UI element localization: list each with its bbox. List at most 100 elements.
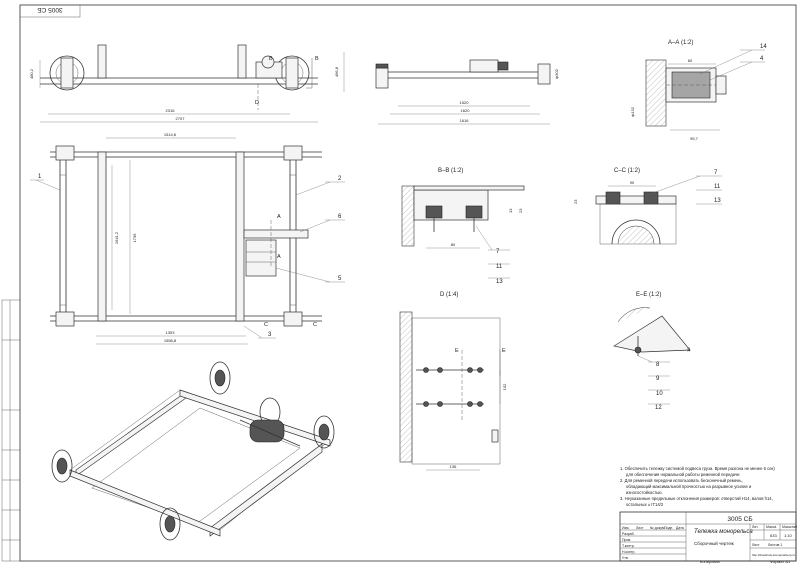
front-wheel-left (49, 55, 85, 91)
plan-dim-bottom-inner: 1353 (166, 330, 176, 335)
front-dim-inner: 2316 (166, 108, 176, 113)
header-change: Изм. (622, 526, 630, 530)
sheet-label: Лист (752, 543, 760, 547)
iso-motor (249, 419, 285, 443)
plan-dim-top: 1514,6 (164, 132, 177, 137)
plan-label-c-left: C (264, 322, 268, 328)
section-b-title: В–В (1:2) (438, 168, 463, 174)
scale-value: 1:10 (784, 533, 793, 538)
header-mass: Масса (766, 525, 776, 529)
section-a-dim-dia: ф132 (630, 106, 635, 117)
plan-callout-1: 1 (38, 174, 42, 180)
rotated-code-box (19, 4, 81, 18)
detail-d-dim-horiz: 136 (450, 464, 457, 469)
plan-callout-5: 5 (338, 276, 342, 282)
section-a-dim-top: 60 (688, 58, 693, 63)
header-doc-no: № докум. (650, 526, 665, 530)
section-a-a: А–А (1:2) 60 95,7 ф132 14 4 (630, 40, 767, 141)
section-b-callout-11: 11 (496, 264, 503, 270)
plan-label-a-top: A (277, 214, 281, 220)
detail-d-label-e-left: E (455, 348, 459, 354)
header-letter: Лит. (752, 525, 758, 529)
note-1-line-2: для обеспечения нормальной работы ременн… (626, 472, 740, 477)
side-view: 466,8 ф302 1520 1620 1616 (334, 52, 559, 125)
note-3-line-1: 3. Неуказанные предельные отклонения раз… (620, 496, 773, 501)
technical-notes: 1. Обеспечить тележку системой подвеса г… (620, 466, 775, 507)
row-tech-control: Т.контр. (622, 544, 635, 548)
side-dim-middle: 1620 (461, 108, 471, 113)
iso-wheel-back-right (313, 415, 335, 449)
row-approved: Утв. (622, 556, 629, 560)
plan-motor (245, 239, 277, 277)
section-b-dim-width: 80 (451, 242, 456, 247)
section-c-callout-13: 13 (714, 198, 721, 204)
section-c-callout-7: 7 (714, 170, 718, 176)
plan-view: A A C C 1514,6 1641,2 1736 1353 1558,8 1… (30, 132, 345, 345)
section-c-callout-11: 11 (714, 184, 721, 190)
row-developed: Разраб. (622, 532, 635, 536)
row-norm-control: Н.контр. (622, 550, 635, 554)
plan-label-c-right: C (313, 322, 317, 328)
format-label: Формат А1 (770, 559, 791, 564)
section-b-b: В–В (1:2) 80 13 23 7 11 13 (401, 168, 525, 285)
section-b-callout-7: 7 (496, 249, 500, 255)
callout-14: 14 (760, 44, 767, 50)
iso-wheel-front-left (51, 449, 73, 483)
detail-d-dim-vert: 102 (502, 383, 507, 390)
title-block: 3005 СБ Тележка монорельса Сборочный чер… (619, 511, 797, 562)
side-dim-dia: ф302 (554, 68, 559, 79)
plan-dim-inner-height: 1641,2 (114, 231, 119, 244)
plan-callout-6: 6 (338, 214, 342, 220)
drawing-type: Сборочный чертеж (694, 540, 734, 546)
section-b-dim-a: 13 (508, 208, 513, 213)
document-code: 3005 СБ (727, 516, 752, 523)
section-a-dim-bottom: 95,7 (690, 136, 699, 141)
front-label-d: D (255, 100, 259, 106)
section-a-title: А–А (1:2) (668, 40, 693, 46)
header-sheet: Лист (636, 526, 644, 530)
section-e-dim: 10 (686, 347, 691, 352)
header-scale: Масштаб (782, 525, 797, 529)
header-signature: Подп. (664, 526, 673, 530)
section-e-callout-9: 9 (656, 376, 660, 382)
section-c-dim-width: 90 (630, 180, 635, 185)
note-2-line-1: 2. Для ременной передачи использовать бе… (620, 478, 743, 483)
front-label-b-right: В (315, 56, 319, 62)
rotated-code: 3005 СБ (37, 6, 62, 13)
drawing-title: Тележка монорельса (694, 529, 753, 535)
plan-dim-height: 1736 (132, 233, 137, 243)
front-view: Б D В 480,2 2316 2707 (29, 44, 319, 123)
section-e-title: E–E (1:2) (636, 292, 661, 298)
header-date: Дата (676, 526, 684, 530)
section-e-e: E–E (1:2) 10 8 9 10 12 (613, 292, 691, 411)
callout-4: 4 (760, 56, 764, 62)
section-e-callout-10: 10 (656, 391, 663, 397)
iso-wheel-front-right (159, 507, 181, 541)
note-3-line-2: остальных ± IT14/2 (626, 502, 664, 507)
side-dim-inner: 1520 (460, 100, 470, 105)
note-2-line-3: износостойкостью. (626, 490, 663, 495)
mass-value: 633 (770, 533, 777, 538)
section-c-title: С–С (1:2) (614, 168, 640, 174)
detail-d: D (1:4) E E 102 136 (399, 292, 507, 471)
plan-label-a-bottom: A (277, 254, 281, 260)
section-e-callout-8: 8 (656, 362, 660, 368)
section-c-c: С–С (1:2) 90 23 7 11 13 (573, 168, 722, 245)
copied-label: Копировал (700, 559, 721, 564)
left-margin-strip (1, 299, 21, 562)
plan-dim-bottom-outer: 1558,8 (164, 338, 177, 343)
website: http://drawinstv-kompmarkerp.ru (752, 553, 795, 557)
section-e-callout-12: 12 (655, 405, 662, 411)
front-label-b-top: Б (269, 56, 273, 62)
iso-wheel-back-left (209, 361, 231, 395)
row-checked: Пров. (622, 538, 631, 542)
isometric-view (51, 361, 335, 541)
side-dim-height: 466,8 (334, 66, 339, 77)
sheets-label: Листов 1 (768, 543, 782, 547)
note-1-line-1: 1. Обеспечить тележку системой подвеса г… (620, 466, 775, 471)
side-dim-overall: 1616 (460, 118, 470, 123)
front-dim-overall: 2707 (176, 116, 186, 121)
front-dim-height: 480,2 (29, 68, 34, 79)
plan-callout-3: 3 (268, 332, 272, 338)
